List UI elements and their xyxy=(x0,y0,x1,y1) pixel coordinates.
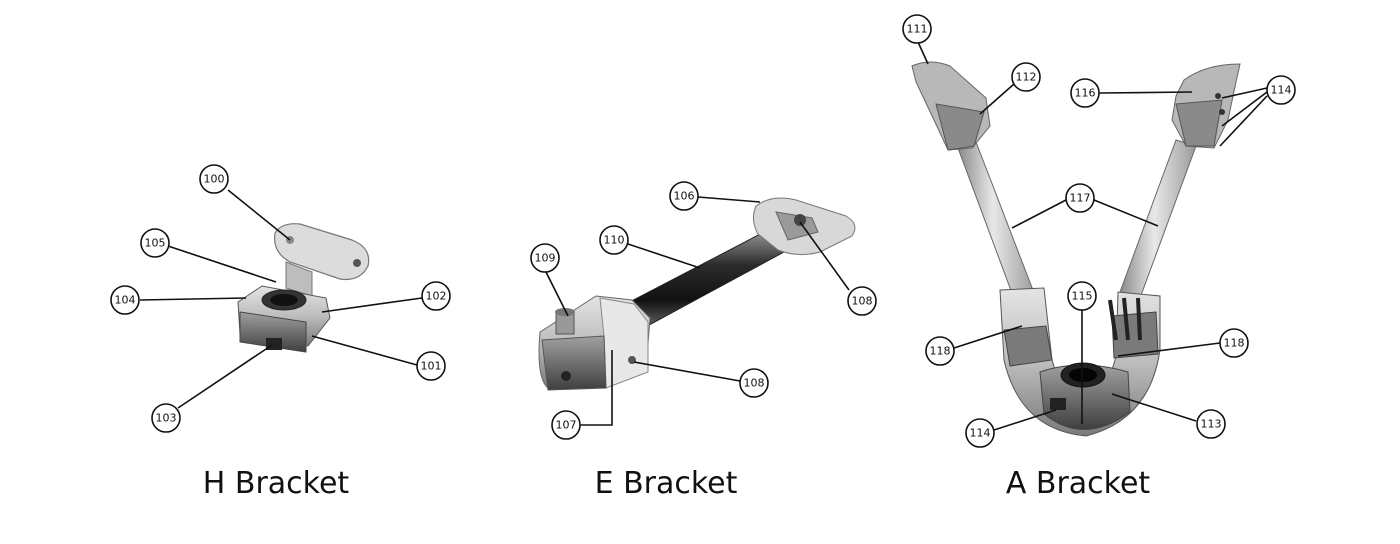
callout-115: 115 xyxy=(1067,281,1097,311)
callout-114-upper: 114 xyxy=(1266,75,1296,105)
e-bracket-illustration xyxy=(538,197,856,391)
h-bracket-caption: H Bracket xyxy=(202,466,350,501)
callout-111: 111 xyxy=(902,14,932,44)
callout-112: 112 xyxy=(1011,62,1041,92)
svg-text:104: 104 xyxy=(115,294,136,307)
a-bracket-illustration xyxy=(911,61,1241,437)
callout-107: 107 xyxy=(551,410,581,440)
svg-text:115: 115 xyxy=(1072,290,1093,303)
svg-text:101: 101 xyxy=(421,360,442,373)
callout-117: 117 xyxy=(1065,183,1095,213)
h-bracket-illustration xyxy=(237,223,370,353)
svg-text:112: 112 xyxy=(1016,71,1037,84)
callout-105: 105 xyxy=(140,228,170,258)
svg-text:113: 113 xyxy=(1201,418,1222,431)
callout-116: 116 xyxy=(1070,78,1100,108)
svg-text:107: 107 xyxy=(556,419,577,432)
svg-text:118: 118 xyxy=(930,345,951,358)
callout-118-left: 118 xyxy=(925,336,955,366)
callout-118-right: 118 xyxy=(1219,328,1249,358)
h-bracket-leader-lines xyxy=(139,189,423,409)
svg-text:111: 111 xyxy=(907,23,928,36)
callout-113: 113 xyxy=(1196,409,1226,439)
callout-108-upper: 108 xyxy=(847,286,877,316)
callout-103: 103 xyxy=(151,403,181,433)
svg-text:116: 116 xyxy=(1075,87,1096,100)
svg-text:102: 102 xyxy=(426,290,447,303)
a-bracket-leader-lines xyxy=(917,41,1268,431)
svg-text:106: 106 xyxy=(674,190,695,203)
svg-text:114: 114 xyxy=(1271,84,1292,97)
callout-110: 110 xyxy=(599,225,629,255)
callout-108-lower: 108 xyxy=(739,368,769,398)
callout-101: 101 xyxy=(416,351,446,381)
callout-106: 106 xyxy=(669,181,699,211)
callout-100: 100 xyxy=(199,164,229,194)
callout-114-lower: 114 xyxy=(965,418,995,448)
svg-text:109: 109 xyxy=(535,252,556,265)
a-bracket-caption: A Bracket xyxy=(1005,466,1151,501)
callout-104: 104 xyxy=(110,285,140,315)
svg-text:108: 108 xyxy=(852,295,873,308)
svg-text:105: 105 xyxy=(145,237,166,250)
svg-text:117: 117 xyxy=(1070,192,1091,205)
e-bracket-leader-lines xyxy=(545,196,850,426)
svg-text:100: 100 xyxy=(204,173,225,186)
callout-102: 102 xyxy=(421,281,451,311)
svg-text:108: 108 xyxy=(744,377,765,390)
svg-text:110: 110 xyxy=(604,234,625,247)
callout-109: 109 xyxy=(530,243,560,273)
e-bracket-caption: E Bracket xyxy=(594,466,738,501)
svg-text:114: 114 xyxy=(970,427,991,440)
svg-text:118: 118 xyxy=(1224,337,1245,350)
svg-text:103: 103 xyxy=(156,412,177,425)
